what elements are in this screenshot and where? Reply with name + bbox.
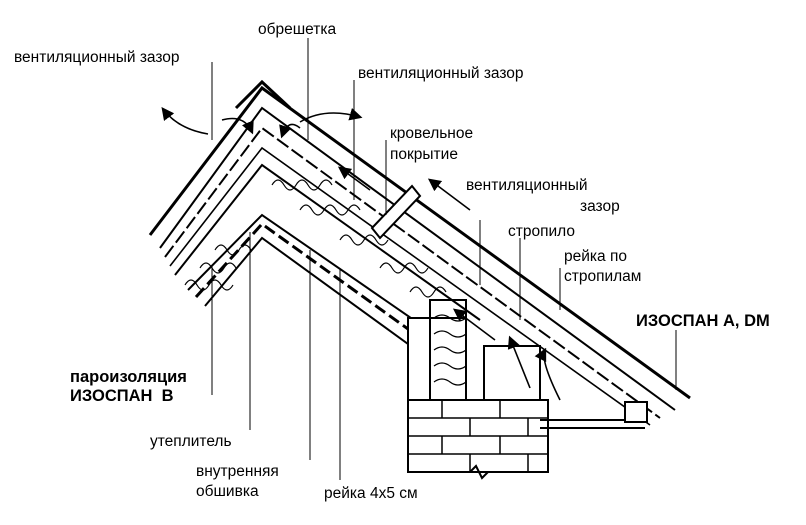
- inner-lining-line: [204, 236, 431, 361]
- vapor-barrier-line: [194, 221, 441, 354]
- rafter-cut: [370, 184, 422, 240]
- eave: [540, 401, 648, 429]
- izospan-a-text: ИЗОСПАН А: [636, 312, 735, 330]
- insulation-top-line: [174, 163, 481, 321]
- insulation-texture: [184, 179, 447, 298]
- label-izospan-b: ИЗОСПАН В: [70, 387, 174, 405]
- leader-lines: [211, 38, 677, 480]
- counter-batten-line: [169, 146, 651, 426]
- ridge-cap: [234, 79, 292, 110]
- label-izospan-ad: ИЗОСПАН А, DM: [636, 312, 770, 331]
- insulation-bottom-line: [187, 213, 451, 346]
- label-insulation: утеплитель: [150, 433, 232, 450]
- wall: [407, 299, 549, 473]
- label-rafter: стропило: [508, 223, 575, 240]
- roofing-outer-line: [148, 85, 691, 400]
- roof-layers: [148, 85, 691, 426]
- brick-joints: [408, 400, 548, 472]
- label-vapor-barrier: пароизоляция: [70, 368, 187, 386]
- label-roofing-line2: покрытие: [390, 146, 458, 163]
- label-roofing-line1: кровельное: [390, 125, 474, 142]
- mauerlat: [483, 345, 541, 401]
- label-counter-batten-line2: стропилам: [564, 268, 642, 285]
- label-vent-gap-left: вентиляционный зазор: [14, 49, 180, 66]
- izospan-dm-text: , DM: [734, 312, 770, 330]
- membrane-line: [164, 126, 661, 419]
- label-vent-gap-right-line1: вентиляционный: [466, 177, 588, 194]
- vent-arrows: [161, 106, 561, 401]
- label-counter-batten-line1: рейка по: [564, 248, 627, 265]
- roofing-inner-line: [159, 106, 676, 411]
- label-batten-size: рейка 4х5 см: [324, 485, 418, 502]
- label-vent-gap-top: вентиляционный зазор: [358, 65, 524, 82]
- inner-wall-panel: [407, 317, 467, 401]
- label-battens: обрешетка: [258, 21, 337, 38]
- wall-break-line: [408, 464, 548, 480]
- label-inner-lining-line2: обшивка: [196, 483, 259, 500]
- label-inner-lining-line1: внутренняя: [196, 463, 279, 480]
- label-vent-gap-right-line2: зазор: [580, 198, 620, 215]
